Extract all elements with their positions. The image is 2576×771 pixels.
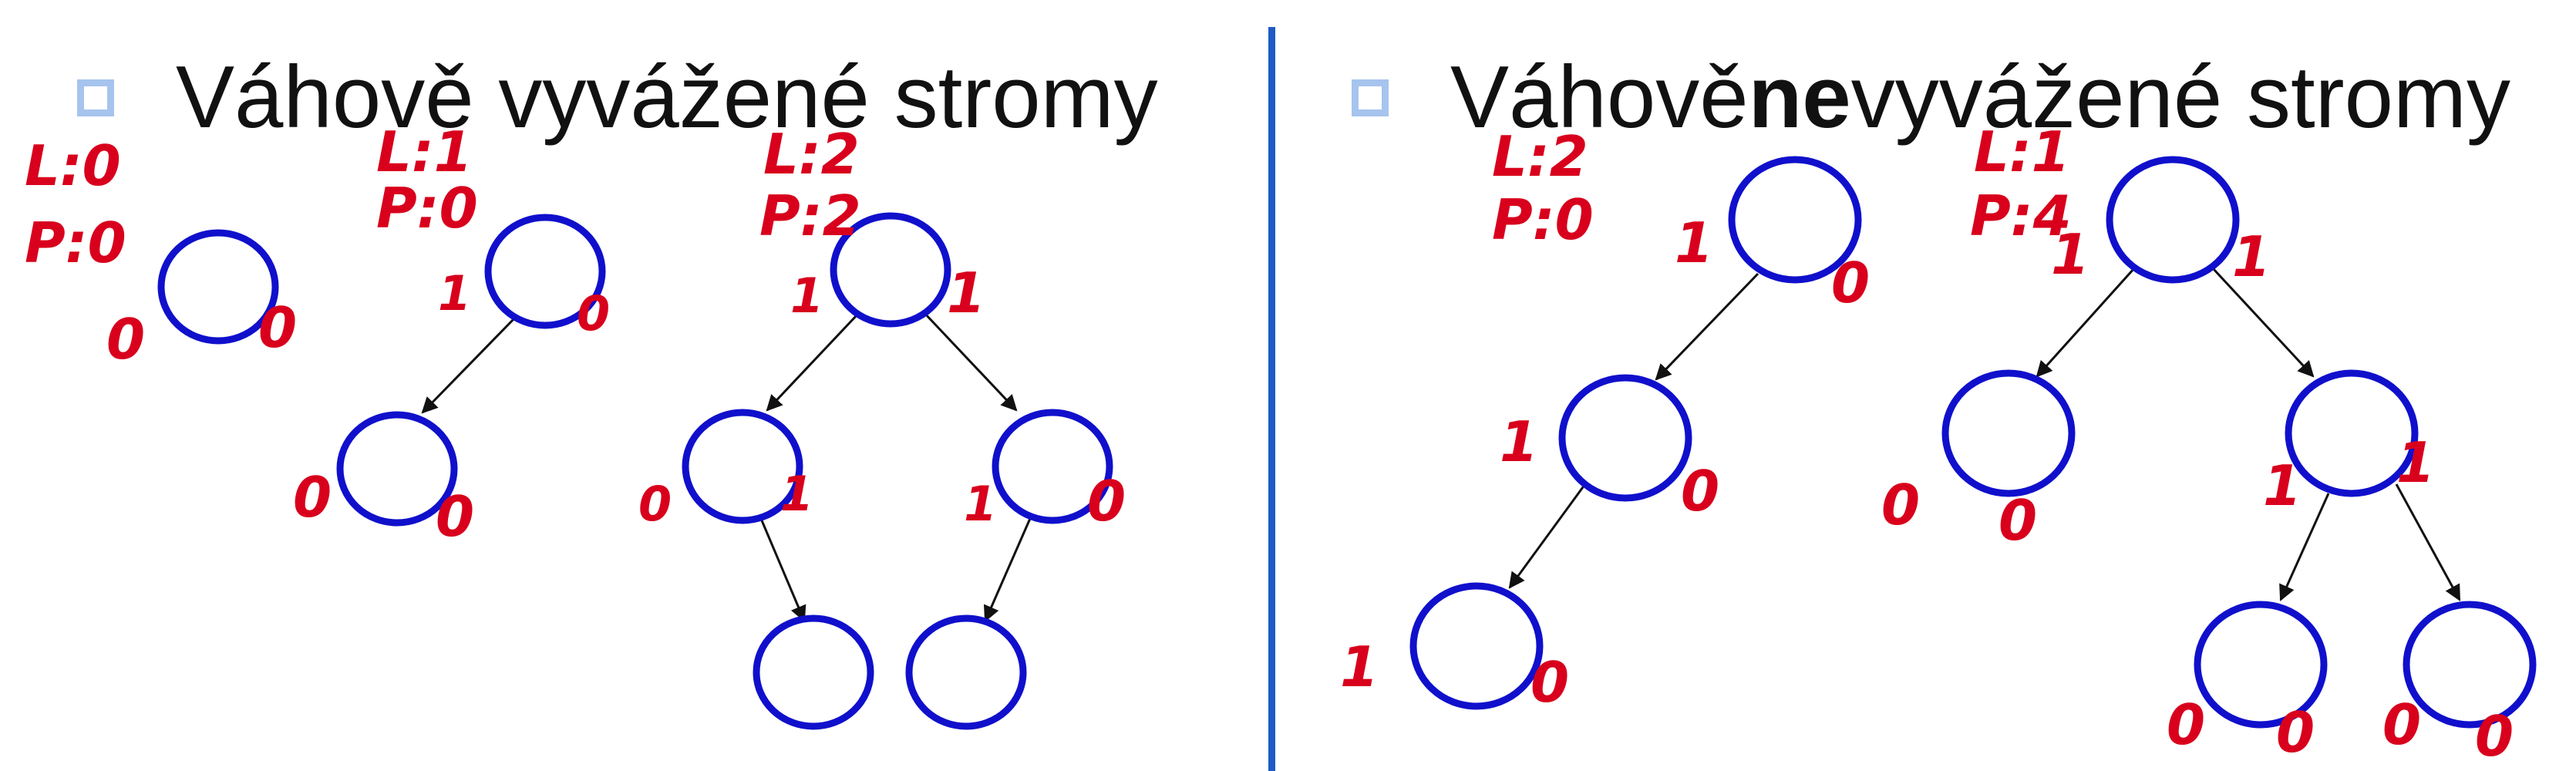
tree-5-edge-right-right: [2395, 483, 2461, 601]
tree-2-P-label: P:0: [376, 176, 478, 241]
tree-1-leaf-right: 0: [258, 295, 297, 360]
tree-3-right-right: 0: [1087, 469, 1126, 534]
tree-3-right-left: 1: [964, 476, 997, 532]
tree-5-edge-root-left: [2036, 267, 2136, 378]
tree-3: L:2 P:2 1 1 0 1 1 0: [638, 122, 1126, 730]
tree-5-root-right: 1: [2232, 224, 2271, 289]
tree-3-left-right: 1: [780, 466, 813, 522]
tree-4-grandchild-right: 0: [1530, 650, 1569, 715]
tree-1-L-label: L:0: [25, 133, 121, 198]
tree-5-right-left: 1: [2263, 453, 2302, 518]
tree-3-L-label: L:2: [763, 122, 860, 187]
tree-3-left-node: [682, 409, 803, 524]
tree-5-right-right: 1: [2396, 430, 2435, 495]
tree-4-edge-child-grandchild: [1508, 481, 1588, 589]
heading-balanced: Váhově vyvážené stromy: [77, 54, 1158, 142]
tree-5-P-label: P:4: [1970, 183, 2072, 248]
tree-5-left-right: 0: [1999, 488, 2037, 553]
tree-2-root-left: 1: [438, 265, 471, 322]
tree-2: L:1 P:0 1 0 0 0: [293, 120, 610, 549]
heading-balanced-text: Váhově vyvážené stromy: [176, 49, 1158, 146]
tree-5-edge-right-left: [2279, 493, 2330, 601]
tree-4-child-right: 0: [1681, 459, 1719, 524]
tree-2-root-node: [484, 214, 606, 329]
tree-4-P-label: P:0: [1492, 187, 1594, 252]
tree-4-grandchild-node: [1409, 582, 1544, 710]
tree-5-right-node: [2285, 369, 2419, 497]
tree-3-P-label: P:2: [759, 183, 861, 248]
tree-5-root-node: [2106, 156, 2240, 284]
tree-5-left-left: 0: [1881, 473, 1920, 537]
tree-4-edge-root-child: [1655, 272, 1759, 381]
tree-5-root-left: 1: [2051, 222, 2089, 287]
tree-3-edge-right-child: [983, 514, 1033, 622]
tree-1-P-label: P:0: [25, 210, 126, 275]
tree-4-grandchild-left: 1: [1340, 635, 1379, 699]
tree-3-edge-root-left: [766, 313, 859, 412]
tree-5: L:1 P:4 1 1 0 0 1 1 0 0 0 0: [1881, 120, 2537, 769]
tree-2-child-left: 0: [293, 465, 332, 530]
tree-3-root-right: 1: [947, 261, 985, 325]
tree-5-rr-left: 0: [2382, 692, 2421, 757]
tree-3-edge-root-right: [922, 311, 1018, 412]
tree-3-right-grandchild-node: [905, 614, 1027, 730]
tree-3-right-node: [992, 409, 1113, 524]
tree-2-child-right: 0: [436, 484, 474, 549]
tree-4-root-right: 0: [1831, 251, 1870, 315]
tree-3-left-left: 0: [638, 476, 672, 532]
tree-3-left-grandchild-node: [753, 614, 874, 730]
tree-3-edge-left-child: [758, 514, 806, 622]
tree-5-edge-root-right: [2211, 267, 2315, 378]
heading-unbalanced-prefix: Váhově: [1450, 49, 1749, 146]
tree-5-right-left-node: [2194, 601, 2328, 729]
tree-2-edge: [421, 316, 517, 414]
tree-4-L-label: L:2: [1492, 124, 1588, 189]
tree-2-L-label: L:1: [376, 120, 473, 184]
tree-4-child-node: [1558, 374, 1692, 502]
heading-unbalanced-suffix: vyvážené stromy: [1850, 49, 2510, 146]
square-bullet-icon: [1352, 79, 1389, 116]
tree-2-child-node: [336, 411, 458, 527]
tree-5-rl-left: 0: [2167, 692, 2205, 757]
heading-unbalanced-bold: ne: [1748, 49, 1851, 146]
tree-5-rl-right: 0: [2276, 700, 2315, 765]
tree-4: L:2 P:0 1 0 1 0 1 0: [1340, 124, 1870, 715]
tree-1-leaf-left: 0: [106, 307, 145, 372]
tree-4-child-left: 1: [1500, 409, 1538, 474]
square-bullet-icon: [77, 79, 114, 116]
tree-1: L:0 P:0 0 0: [25, 133, 297, 372]
tree-5-L-label: L:1: [1974, 120, 2070, 184]
tree-3-root-node: [830, 212, 951, 328]
tree-5-rr-right: 0: [2475, 704, 2514, 769]
tree-2-root-right: 0: [577, 285, 610, 342]
tree-5-left-node: [1941, 369, 2076, 497]
tree-4-root-left: 1: [1675, 210, 1713, 275]
tree-5-right-right-node: [2403, 601, 2537, 729]
tree-4-root-node: [1728, 156, 1862, 284]
vertical-divider: [1268, 27, 1275, 771]
tree-3-root-left: 1: [790, 268, 823, 324]
tree-1-root-node: [157, 229, 279, 345]
